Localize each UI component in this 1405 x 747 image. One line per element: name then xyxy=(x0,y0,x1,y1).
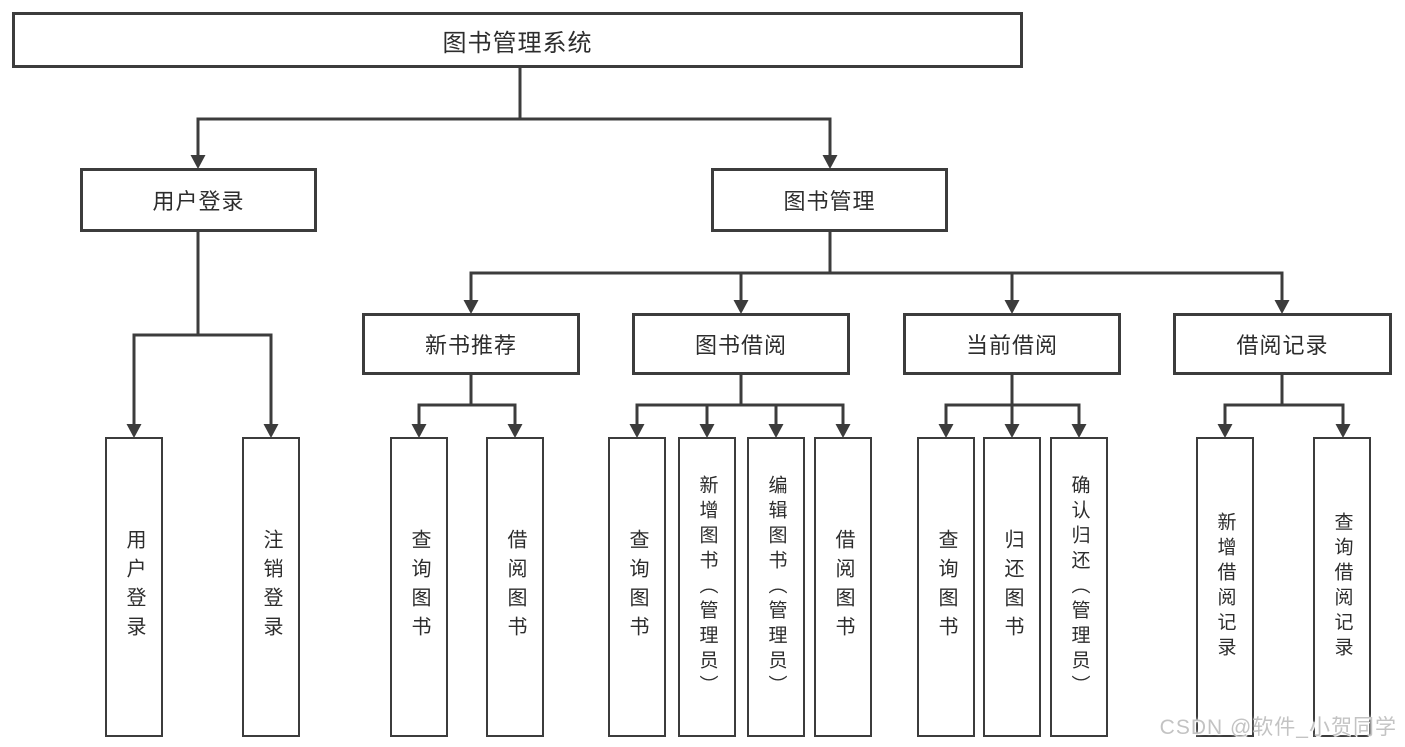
connector-user-login-children xyxy=(126,232,279,438)
leaf-query-books-current: 查询图书 xyxy=(917,437,975,737)
leaf-user-login: 用户登录 xyxy=(105,437,163,737)
leaf-query-books-borrow: 查询图书 xyxy=(608,437,666,737)
connector-borrow-records-children xyxy=(1217,375,1351,438)
leaf-logout: 注销登录 xyxy=(242,437,300,737)
leaf-query-books-recommend: 查询图书 xyxy=(390,437,448,737)
csdn-watermark: CSDN @软件_小贺同学 xyxy=(1159,716,1397,739)
connector-new-book-recommend-children xyxy=(411,375,523,438)
node-book-borrow: 图书借阅 xyxy=(632,313,850,375)
leaf-add-borrow-record: 新增借阅记录 xyxy=(1196,437,1254,737)
leaf-return-book: 归还图书 xyxy=(983,437,1041,737)
node-borrow-records: 借阅记录 xyxy=(1173,313,1392,375)
leaf-borrow-books-recommend: 借阅图书 xyxy=(486,437,544,737)
leaf-edit-book-admin: 编辑图书（管理员） xyxy=(747,437,805,737)
node-library-management-system: 图书管理系统 xyxy=(12,12,1023,68)
node-book-management: 图书管理 xyxy=(711,168,948,232)
node-user-login: 用户登录 xyxy=(80,168,317,232)
leaf-add-book-admin: 新增图书（管理员） xyxy=(678,437,736,737)
leaf-query-borrow-record: 查询借阅记录 xyxy=(1313,437,1371,737)
leaf-borrow-books: 借阅图书 xyxy=(814,437,872,737)
leaf-confirm-return-admin: 确认归还（管理员） xyxy=(1050,437,1108,737)
connector-current-borrow-children xyxy=(938,375,1087,438)
connector-root-to-level2 xyxy=(190,68,838,169)
node-current-borrow: 当前借阅 xyxy=(903,313,1121,375)
node-new-book-recommend: 新书推荐 xyxy=(362,313,580,375)
connector-book-management-children xyxy=(463,232,1290,314)
connector-book-borrow-children xyxy=(629,375,851,438)
